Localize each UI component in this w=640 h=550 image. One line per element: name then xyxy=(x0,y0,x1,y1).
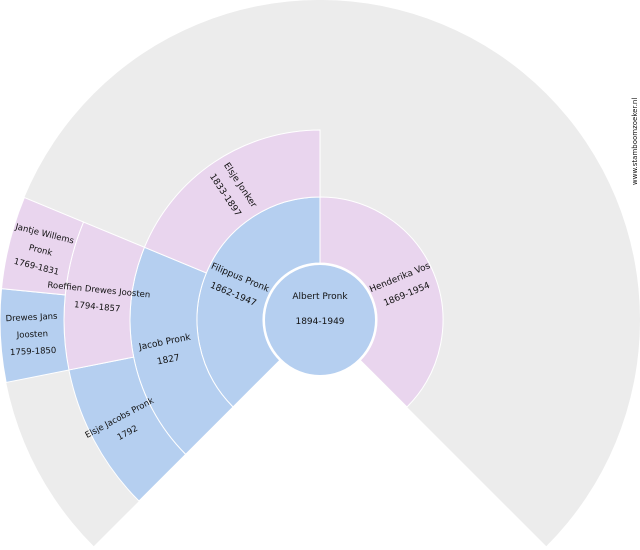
root-person-years: 1894-1949 xyxy=(295,317,344,327)
ancestor-years: 1827 xyxy=(156,353,180,367)
ancestor-segment-mother[interactable] xyxy=(319,196,444,408)
root-person-name: Albert Pronk xyxy=(292,292,348,302)
root-person[interactable]: Albert Pronk 1894-1949 xyxy=(263,263,377,377)
ancestor-years: 1794-1857 xyxy=(74,300,121,314)
fan-segments xyxy=(0,129,444,502)
ancestor-segment-gggm-1[interactable] xyxy=(0,196,85,296)
ancestor-segment-pat-grandmother[interactable] xyxy=(143,129,321,274)
root-person-circle[interactable] xyxy=(263,263,377,377)
ancestor-name: Joosten xyxy=(16,329,49,341)
ancestor-name: Drewes Jans xyxy=(5,312,58,325)
watermark: www.stamboomzoeker.nl xyxy=(631,98,639,185)
ancestor-years: 1759-1850 xyxy=(10,346,57,358)
